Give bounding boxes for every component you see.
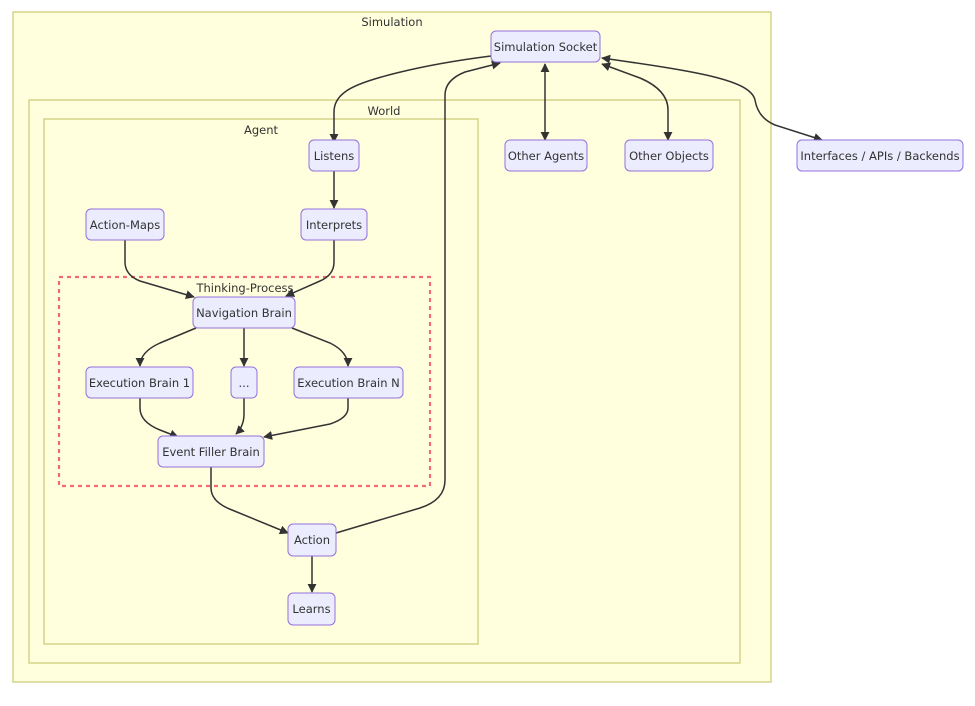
node-other-objects-box[interactable] [624,139,714,172]
node-event-filler-brain-label: Event Filler Brain [162,445,260,459]
node-simulation-socket-box[interactable] [490,30,601,63]
node-interfaces-label: Interfaces / APIs / Backends [800,149,959,163]
node-navigation-brain-box[interactable] [192,296,296,329]
node-execution-brain-n-box[interactable] [293,366,404,399]
node-other-agents-box[interactable] [504,139,588,172]
node-interprets[interactable]: Interprets [300,208,368,241]
node-execution-brain-1-box[interactable] [85,366,194,399]
node-interprets-box[interactable] [300,208,368,241]
cluster-agent-label: Agent [244,123,279,137]
edge-navigation-to-exec1 [135,327,197,367]
edge-exec1-to-eventfiller [139,398,179,439]
node-other-objects[interactable]: Other Objects [624,139,714,172]
node-other-agents[interactable]: Other Agents [504,139,588,172]
cluster-simulation-label: Simulation [361,15,422,29]
node-ellipsis[interactable]: ... [230,366,258,399]
node-ellipsis-box[interactable] [230,366,258,399]
edge-socket-to-listens [329,55,492,143]
cluster-thinking-process-box [57,275,432,488]
node-navigation-brain[interactable]: Navigation Brain [192,296,296,329]
node-event-filler-brain[interactable]: Event Filler Brain [157,435,265,468]
cluster-thinking-process-label: Thinking-Process [195,281,293,295]
node-ellipsis-label: ... [239,376,250,390]
edge-execn-to-eventfiller [263,398,349,440]
node-interfaces-box[interactable] [796,139,964,172]
node-listens[interactable]: Listens [308,139,360,172]
edge-interprets-to-navigation [285,240,335,297]
node-execution-brain-1-label: Execution Brain 1 [89,376,190,390]
node-action-maps-label: Action-Maps [90,218,160,232]
node-navigation-brain-label: Navigation Brain [196,306,292,320]
node-interprets-label: Interprets [306,218,362,232]
node-execution-brain-n-label: Execution Brain N [297,376,400,390]
node-event-filler-brain-box[interactable] [157,435,265,468]
node-interfaces[interactable]: Interfaces / APIs / Backends [796,139,964,172]
node-other-agents-label: Other Agents [508,149,584,163]
cluster-world-label: World [368,104,401,118]
node-listens-box[interactable] [308,139,360,172]
edge-ellipsis-to-eventfiller [235,398,245,435]
edge-navigation-to-execn [291,327,353,367]
node-simulation-socket-label: Simulation Socket [494,40,598,54]
edge-action-to-socket [335,60,501,534]
node-learns[interactable]: Learns [287,592,336,626]
node-action-label: Action [294,533,330,547]
node-action-box[interactable] [287,523,337,557]
edge-eventfiller-to-action [210,467,289,535]
node-action-maps[interactable]: Action-Maps [85,208,165,241]
node-action-maps-box[interactable] [85,208,165,241]
cluster-thinking-process: Thinking-Process [57,275,432,488]
edge-socket-interfaces [601,54,823,142]
node-learns-box[interactable] [287,592,336,626]
node-simulation-socket[interactable]: Simulation Socket [490,30,601,63]
edge-actionmaps-to-navigation [124,240,195,300]
edges [124,54,823,593]
node-execution-brain-n[interactable]: Execution Brain N [293,366,404,399]
node-learns-label: Learns [292,602,330,616]
node-execution-brain-1[interactable]: Execution Brain 1 [85,366,194,399]
node-action[interactable]: Action [287,523,337,557]
node-other-objects-label: Other Objects [629,149,709,163]
node-listens-label: Listens [314,149,354,163]
